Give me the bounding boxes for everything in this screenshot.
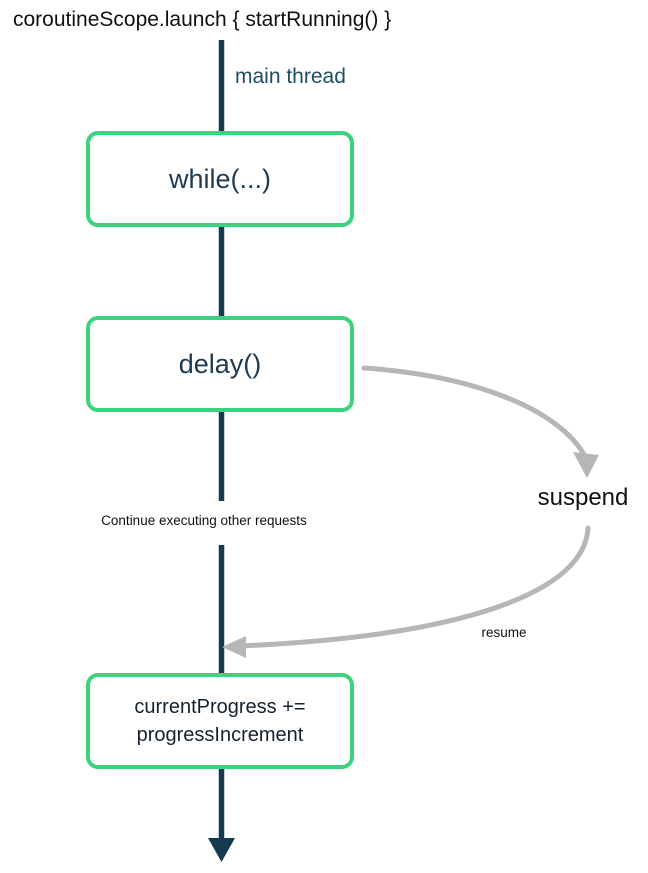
suspend-arrowhead [573, 452, 599, 478]
continue-executing-label: Continue executing other requests [101, 513, 307, 528]
suspend-arrow-curve [361, 365, 589, 461]
main-thread-label: main thread [235, 65, 346, 88]
node-current-progress: currentProgress += progressIncrement [86, 673, 354, 769]
node-current-progress-label: currentProgress += progressIncrement [134, 696, 306, 746]
suspend-label: suspend [537, 484, 629, 511]
resume-label: resume [481, 625, 527, 640]
node-while: while(...) [86, 131, 354, 227]
page-title: coroutineScope.launch { startRunning() } [13, 8, 392, 31]
resume-arrow-curve [237, 525, 591, 649]
node-delay: delay() [86, 316, 354, 412]
resume-arrowhead [222, 636, 246, 658]
node-while-label: while(...) [168, 164, 271, 194]
node-delay-label: delay() [178, 349, 262, 379]
lifeline-end-arrowhead [208, 838, 235, 862]
